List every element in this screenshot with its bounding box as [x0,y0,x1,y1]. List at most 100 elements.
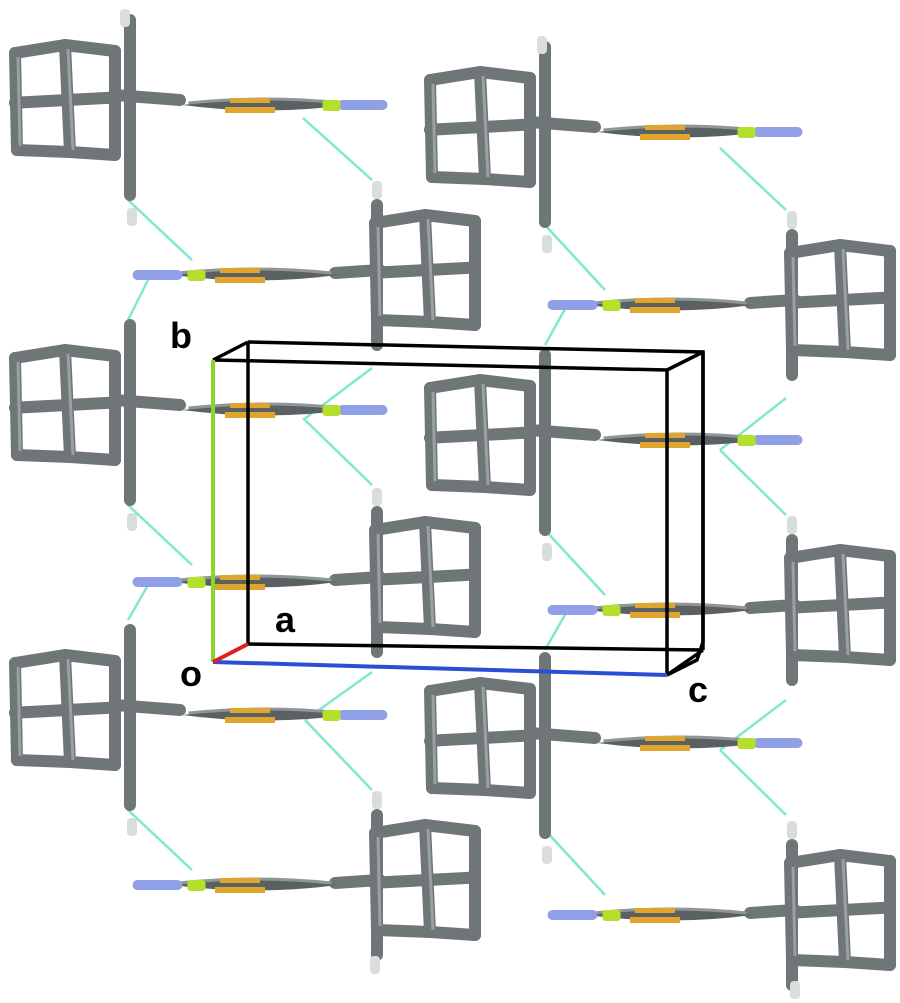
nitrogen-atom [132,577,183,587]
cage-group [369,209,481,331]
sulfur-atom [630,917,680,923]
hydrogen-bond [719,749,787,816]
cage-bond [11,754,76,768]
hydrogen-atom [372,791,382,809]
hydrogen-bonds-layer [126,117,787,896]
cage-bond [419,209,481,227]
cage-highlight [376,226,382,317]
cage-bond [9,39,71,59]
unit-cell-back-edge-c [247,642,704,652]
aromatic-ring-group [132,574,338,590]
hydrogen-atom [127,208,137,226]
cage-highlight [426,218,435,321]
cage-bond [11,144,76,158]
nitrogen-atom [752,127,803,137]
sulfur-atom [220,268,260,273]
hydrogen-atom [787,211,797,229]
nitrogen-atom [337,710,388,720]
cage-bond [479,481,536,496]
cage-bond [419,516,481,534]
hydrogen-atom [127,513,137,531]
cage-bond [834,544,896,562]
sulfur-atom [220,575,260,580]
nitrogen-atom [752,435,803,445]
halogen-atom [322,710,341,721]
molecules-layer [9,9,896,999]
cage-bond [479,173,536,188]
hydrogen-bond [719,449,787,516]
cage-group [9,344,121,466]
halogen-atom [322,405,341,416]
cage-bond [784,901,896,919]
ring-body [597,434,763,446]
cage-bond [369,261,481,279]
cage-group [9,39,121,161]
hydrogen-atom [372,181,382,199]
cage-highlight [481,383,490,486]
cage-bond [426,171,491,185]
molecule-linker [109,319,186,506]
sulfur-atom [215,887,265,893]
halogen-atom [187,880,206,891]
hydrogen-bond [544,829,606,896]
ring-body [587,909,753,921]
cage-bond [64,451,121,466]
cage-bond [839,651,896,666]
cage-bond [9,344,71,364]
cage-bond [424,729,536,747]
hydrogen-bond [304,719,373,791]
cage-group [424,374,536,496]
cage-bond [784,849,846,869]
cage-group [9,649,121,771]
hydrogen-atom [790,981,800,999]
nitrogen-atom [547,605,598,615]
cage-highlight [376,836,382,927]
cage-bond [474,66,536,84]
cage-highlight [16,56,22,147]
cage-bond [839,346,896,361]
cage-bond [474,677,536,695]
molecule-linker [109,624,186,811]
cage-bond [424,374,486,394]
aromatic-ring-group [182,707,388,723]
cage-bond [369,568,481,586]
cage-bond [784,291,896,309]
ring-body [587,299,753,311]
cage-bond [786,954,851,968]
cage-bond [64,146,121,161]
halogen-atom [602,910,621,921]
nitrogen-atom [132,270,183,280]
sulfur-atom [635,603,675,608]
cage-highlight [376,533,382,624]
halogen-atom [602,300,621,311]
cage-bond [369,819,431,839]
sulfur-atom [640,134,690,140]
cage-bond [786,344,851,358]
halogen-atom [737,435,756,446]
hydrogen-atom [537,36,547,54]
cage-bond [9,701,121,719]
ring-body [182,404,348,416]
hydrogen-atom [787,821,797,839]
sulfur-atom [645,125,685,130]
sulfur-atom [220,878,260,883]
nitrogen-atom [337,100,388,110]
sulfur-atom [645,736,685,741]
halogen-atom [187,270,206,281]
aromatic-ring-group [597,735,803,751]
sulfur-atom [215,584,265,590]
cage-bond [839,956,896,971]
sulfur-atom [225,412,275,418]
cage-highlight [841,858,850,961]
hydrogen-bond [544,529,606,596]
cage-bond [426,782,491,796]
aromatic-ring-group [547,297,753,313]
halogen-atom [737,738,756,749]
cage-highlight [841,553,850,656]
cage-bond [59,344,121,362]
cage-bond [369,209,431,229]
sulfur-atom [230,708,270,713]
cage-bond [474,374,536,392]
